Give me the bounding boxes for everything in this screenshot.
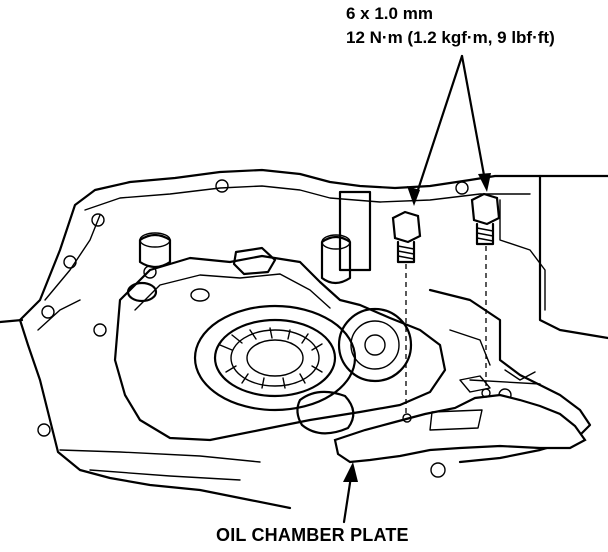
plate-hole-left [402,413,412,423]
part-name-leader-arrow [342,462,358,524]
housing-right-step [499,199,546,311]
flange-bolt-right [470,192,501,389]
bearing [193,304,357,412]
housing-bosses [126,190,372,435]
bolt-size-label: 6 x 1.0 mm [346,4,433,23]
valve-body-details [449,329,561,421]
oil-chamber-plate-slot [429,409,483,431]
oil-pump-gear [337,307,413,383]
torque-spec-label: 12 N·m (1.2 kgf·m, 9 lbf·ft) [346,28,555,47]
lower-case-line [59,449,261,481]
pump-body [113,254,447,442]
flange-bolt-left [391,210,422,414]
oil-chamber-plate-label: OIL CHAMBER PLATE [216,525,409,545]
valve-body [428,288,592,464]
housing-right-edge [538,174,608,340]
shaft-stub [0,318,24,324]
plate-hole-right [481,388,491,398]
housing-outline [18,168,608,322]
pump-body-inner [134,273,331,311]
housing-left-flange [37,214,101,331]
housing-inner-rim [84,185,531,211]
oil-chamber-plate-tab [459,375,491,393]
housing-lower-edge [18,318,292,510]
spec-leader-arrows [407,54,491,206]
